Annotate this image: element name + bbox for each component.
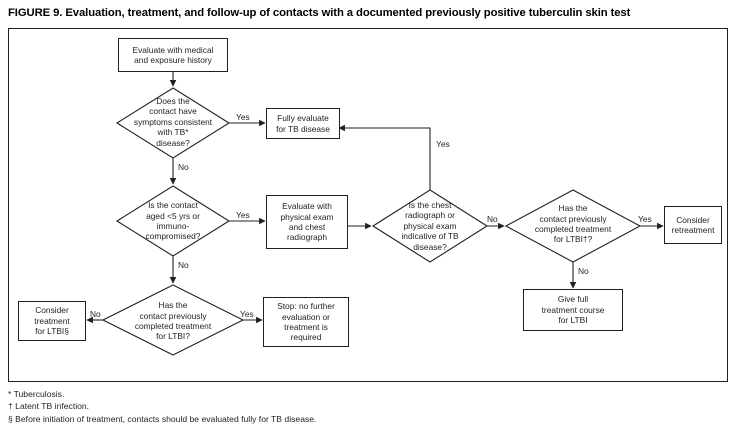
edge-label-age-no: No xyxy=(178,260,189,270)
footnote-tuberculosis: * Tuberculosis. xyxy=(8,389,65,399)
node-fully-evaluate-label: Fully evaluate for TB disease xyxy=(276,113,330,134)
edge-label-bottom-prior-yes: Yes xyxy=(240,309,254,319)
node-radiograph-decision: Is the chest radiograph or physical exam… xyxy=(377,194,483,258)
node-consider-treatment-ltbi-label: Consider treatment for LTBI§ xyxy=(34,305,70,337)
edge-label-bottom-prior-no: No xyxy=(90,309,101,319)
node-age-decision: Is the contact aged <5 yrs or immuno- co… xyxy=(117,192,229,250)
node-prior-treatment-right-decision-label: Has the contact previously completed tre… xyxy=(534,203,612,245)
figure-title: FIGURE 9. Evaluation, treatment, and fol… xyxy=(8,7,631,19)
node-fully-evaluate: Fully evaluate for TB disease xyxy=(266,108,340,139)
node-give-full-treatment-label: Give full treatment course for LTBI xyxy=(541,294,605,326)
node-prior-treatment-bottom-decision-label: Has the contact previously completed tre… xyxy=(134,300,212,342)
edge-label-age-yes: Yes xyxy=(236,210,250,220)
edge-label-right-prior-yes: Yes xyxy=(638,214,652,224)
node-symptoms-decision: Does the contact have symptoms consisten… xyxy=(113,91,233,153)
node-symptoms-decision-label: Does the contact have symptoms consisten… xyxy=(133,95,213,148)
node-evaluate-history-label: Evaluate with medical and exposure histo… xyxy=(132,44,214,65)
node-evaluate-history: Evaluate with medical and exposure histo… xyxy=(118,38,228,72)
node-prior-treatment-right-decision: Has the contact previously completed tre… xyxy=(509,196,637,252)
footnotes: * Tuberculosis. † Latent TB infection. §… xyxy=(8,388,728,425)
node-give-full-treatment: Give full treatment course for LTBI xyxy=(523,289,623,331)
node-stop-no-further-label: Stop: no further evaluation or treatment… xyxy=(277,301,335,343)
node-radiograph-decision-label: Is the chest radiograph or physical exam… xyxy=(401,199,459,252)
node-consider-retreatment: Consider retreatment xyxy=(664,206,722,244)
node-consider-retreatment-label: Consider retreatment xyxy=(671,214,715,235)
edge-label-right-prior-no: No xyxy=(578,266,589,276)
node-prior-treatment-bottom-decision: Has the contact previously completed tre… xyxy=(109,294,237,348)
edge-label-radiograph-no: No xyxy=(487,214,498,224)
node-physical-exam: Evaluate with physical exam and chest ra… xyxy=(266,195,348,249)
edge-label-symptoms-yes: Yes xyxy=(236,112,250,122)
edge-label-symptoms-no: No xyxy=(178,162,189,172)
footnote-latent-tb: † Latent TB infection. xyxy=(8,401,90,412)
footnote-before-initiation: § Before initiation of treatment, contac… xyxy=(8,413,317,424)
node-age-decision-label: Is the contact aged <5 yrs or immuno- co… xyxy=(145,200,201,242)
edge-label-radiograph-yes: Yes xyxy=(436,139,450,149)
node-consider-treatment-ltbi: Consider treatment for LTBI§ xyxy=(18,301,86,341)
node-stop-no-further: Stop: no further evaluation or treatment… xyxy=(263,297,349,347)
node-physical-exam-label: Evaluate with physical exam and chest ra… xyxy=(280,201,334,243)
